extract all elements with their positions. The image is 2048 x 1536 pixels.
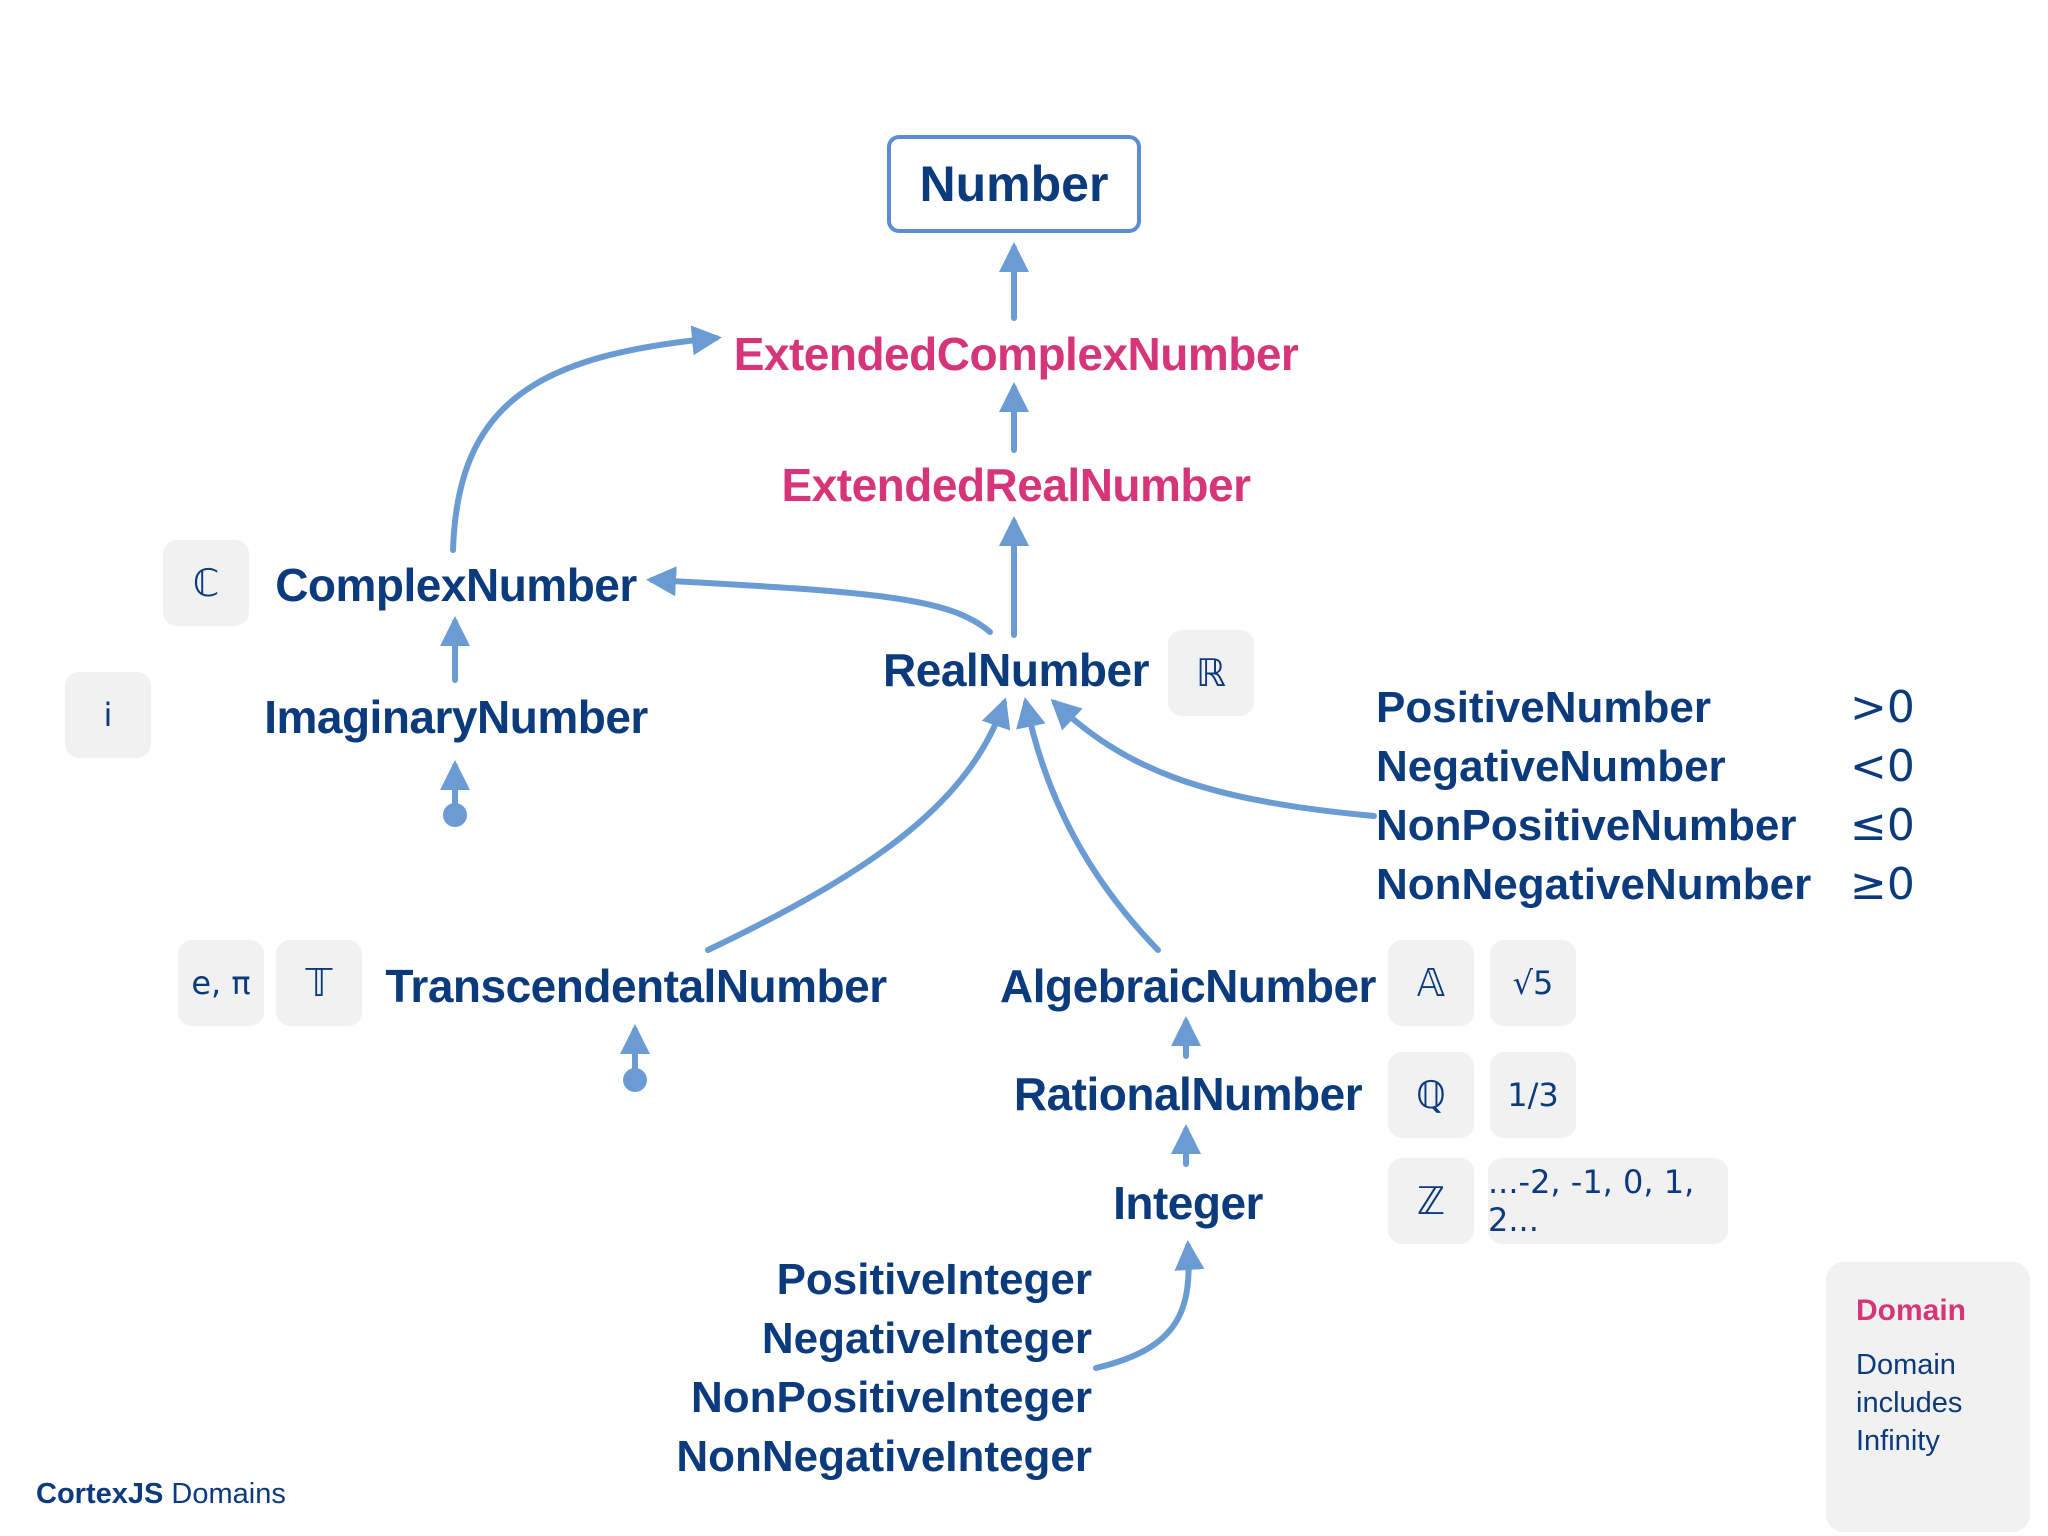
node-transcendental-number: TranscendentalNumber bbox=[385, 960, 887, 1012]
legend: Domain Domain includes Infinity bbox=[1826, 1262, 2030, 1532]
node-non-negative-integer: NonNegativeInteger bbox=[676, 1432, 1092, 1481]
complex-symbol-chip: ℂ bbox=[163, 540, 249, 626]
brand-logo: CortexJS Domains bbox=[36, 1478, 286, 1511]
edge-signedint-integer bbox=[1093, 1240, 1205, 1371]
algebraic-example-chip: √5 bbox=[1490, 940, 1576, 1026]
symbol-less-or-equal-zero: ≤0 bbox=[1850, 800, 1915, 851]
brand-name: CortexJS bbox=[36, 1478, 164, 1510]
open-end-dot-imaginary bbox=[443, 803, 467, 827]
node-imaginary-number: ImaginaryNumber bbox=[264, 691, 648, 743]
node-number: Number bbox=[887, 135, 1141, 233]
node-non-positive-number: NonPositiveNumber bbox=[1376, 801, 1797, 850]
integer-symbol-chip: ℤ bbox=[1388, 1158, 1474, 1244]
node-positive-integer: PositiveInteger bbox=[776, 1255, 1092, 1304]
edge-algebraic-real bbox=[1016, 697, 1161, 953]
rational-symbol-chip: ℚ bbox=[1388, 1052, 1474, 1138]
transcendental-examples-chip: e, π bbox=[178, 940, 264, 1026]
node-negative-number: NegativeNumber bbox=[1376, 742, 1726, 791]
edge-transcendental-real bbox=[705, 697, 1011, 953]
edge-signed-real bbox=[1050, 698, 1377, 819]
integer-sign-domain-list: PositiveInteger NegativeInteger NonPosit… bbox=[676, 1250, 1092, 1486]
symbol-greater-or-equal-zero: ≥0 bbox=[1850, 859, 1915, 910]
symbol-greater-than-zero: >0 bbox=[1850, 682, 1915, 733]
node-negative-integer: NegativeInteger bbox=[761, 1314, 1092, 1363]
node-complex-number: ComplexNumber bbox=[275, 559, 637, 611]
brand-suffix: Domains bbox=[171, 1478, 286, 1510]
node-rational-number: RationalNumber bbox=[1013, 1068, 1363, 1120]
node-positive-number: PositiveNumber bbox=[1376, 683, 1711, 732]
edge-complex-extendedcomplex bbox=[450, 325, 722, 553]
integer-examples-chip: ...-2, -1, 0, 1, 2... bbox=[1488, 1158, 1728, 1244]
transcendental-symbol-chip: 𝕋 bbox=[276, 940, 362, 1026]
node-non-negative-number: NonNegativeNumber bbox=[1376, 860, 1812, 909]
node-non-positive-integer: NonPositiveInteger bbox=[691, 1373, 1092, 1422]
node-extended-complex-number: ExtendedComplexNumber bbox=[733, 328, 1299, 380]
legend-description: Domain includes Infinity bbox=[1856, 1349, 1963, 1457]
imaginary-example-chip: i bbox=[65, 672, 151, 758]
open-end-dot-transcendental bbox=[623, 1068, 647, 1092]
symbol-less-than-zero: <0 bbox=[1850, 741, 1915, 792]
legend-title: Domain bbox=[1856, 1294, 1967, 1327]
node-integer: Integer bbox=[1113, 1177, 1263, 1229]
node-extended-real-number: ExtendedRealNumber bbox=[781, 459, 1251, 511]
node-real-number: RealNumber bbox=[883, 644, 1149, 696]
node-algebraic-number: AlgebraicNumber bbox=[1000, 960, 1376, 1012]
rational-example-chip: 1/3 bbox=[1490, 1052, 1576, 1138]
number-sign-domain-list: PositiveNumber NegativeNumber NonPositiv… bbox=[1376, 678, 1811, 914]
edge-real-complex bbox=[646, 566, 993, 635]
number-sign-symbols: >0 <0 ≤0 ≥0 bbox=[1850, 678, 1915, 914]
algebraic-symbol-chip: 𝔸 bbox=[1388, 940, 1474, 1026]
real-symbol-chip: ℝ bbox=[1168, 630, 1254, 716]
